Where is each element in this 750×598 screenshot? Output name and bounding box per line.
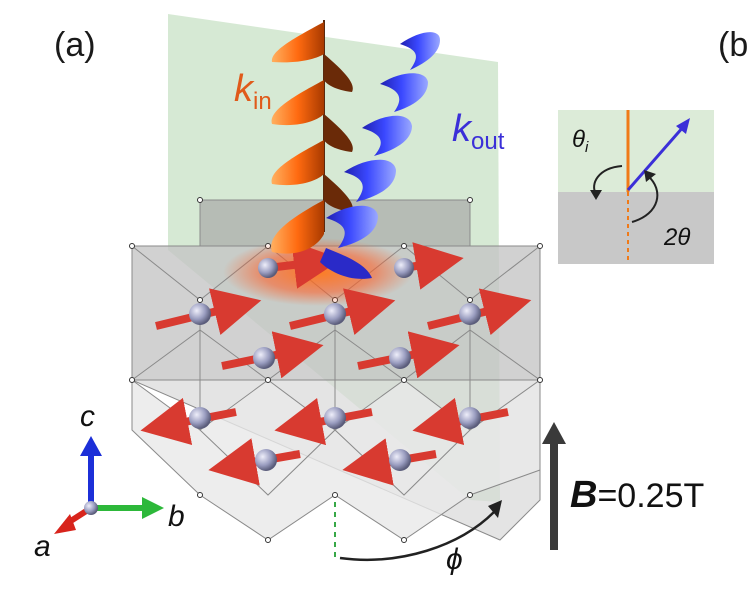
axis-label-b: b [168,500,185,533]
field-arrow [542,422,566,550]
coordinate-axes [54,436,164,534]
rotation-indicator [334,500,502,562]
k-out-symbol: k [452,108,471,150]
k-in-subscript: in [253,88,272,115]
theta-symbol: θ [572,126,586,153]
k-in-symbol: k [234,68,253,110]
theta-subscript: i [585,139,589,156]
inset-geometry [558,110,714,264]
panel-label-a: (a) [54,26,96,64]
axis-label-a: a [34,530,51,563]
field-label: B=0.25T [570,476,704,514]
k-out-subscript: out [471,128,505,155]
outgoing-beam-helix [320,32,440,279]
phi-label: ϕ [446,543,463,576]
field-symbol: B [570,474,598,516]
spin-row-2 [155,288,532,379]
axis-label-c: c [80,400,95,433]
spin-row-4 [208,438,437,486]
two-theta-label: 2θ [664,224,691,251]
incoming-beam-helix [271,20,353,254]
field-value: =0.25T [597,477,705,515]
theta-i-label: θi [572,126,589,156]
k-in-label: kin [234,70,272,114]
spin-row-3 [140,397,509,446]
spin-row-1 [258,241,464,290]
scattering-spot [223,238,413,306]
panel-label-b: (b [718,26,749,64]
k-out-label: kout [452,110,504,154]
